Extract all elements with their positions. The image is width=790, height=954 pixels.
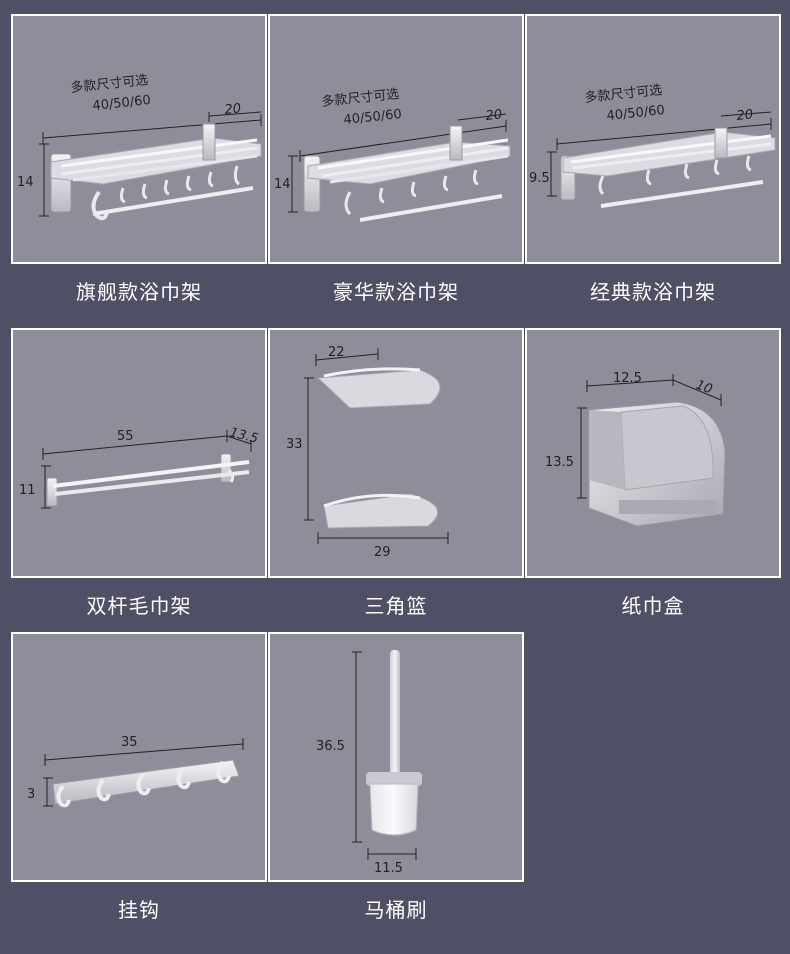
depth-label: 20 (224, 101, 242, 118)
product-card-deluxe-towel-rack[interactable]: 多款尺寸可选 40/50/60 20 14 豪华款浴巾架 (268, 14, 524, 314)
product-card-double-towel-bar[interactable]: 55 13.5 11 双杆毛巾架 (11, 328, 267, 628)
product-image-frame: 12.5 10 13.5 (525, 328, 781, 578)
product-image-frame: 多款尺寸可选 40/50/60 20 14 (11, 14, 267, 264)
height-label: 11 (19, 483, 36, 498)
height-label: 9.5 (529, 171, 550, 186)
product-image-frame: 多款尺寸可选 40/50/60 20 9.5 (525, 14, 781, 264)
depth-label: 20 (736, 107, 754, 124)
product-card-toilet-brush[interactable]: 36.5 11.5 马桶刷 (268, 632, 524, 932)
size-options-values: 40/50/60 (92, 93, 152, 114)
width-label: 12.5 (613, 371, 642, 386)
product-image-frame: 55 13.5 11 (11, 328, 267, 578)
height-label: 36.5 (316, 739, 345, 754)
corner-basket-illustration: 22 33 29 (286, 345, 449, 560)
height-label: 3 (27, 787, 35, 802)
height-label: 13.5 (545, 455, 574, 470)
product-image-frame: 22 33 29 (268, 328, 524, 578)
towel-rack-illustration: 多款尺寸可选 40/50/60 20 9.5 (529, 82, 776, 208)
height-label: 14 (274, 177, 291, 192)
size-options-label: 多款尺寸可选 (584, 82, 663, 106)
height-label: 14 (17, 175, 34, 190)
size-options-label: 多款尺寸可选 (70, 72, 149, 96)
product-card-corner-basket[interactable]: 22 33 29 三角篮 (268, 328, 524, 628)
product-caption: 旗舰款浴巾架 (76, 280, 202, 304)
depth-label: 10 (694, 378, 715, 398)
width-label: 11.5 (374, 861, 403, 876)
size-options-values: 40/50/60 (343, 107, 403, 128)
product-image-frame: 36.5 11.5 (268, 632, 524, 882)
towel-rack-illustration: 多款尺寸可选 40/50/60 20 14 (274, 86, 511, 222)
towel-rack-illustration: 多款尺寸可选 40/50/60 20 14 (17, 72, 262, 221)
product-caption: 挂钩 (118, 898, 160, 922)
size-options-values: 40/50/60 (606, 103, 666, 124)
product-caption: 马桶刷 (364, 898, 428, 922)
product-caption: 豪华款浴巾架 (333, 280, 459, 304)
tissue-box-illustration: 12.5 10 13.5 (545, 371, 726, 527)
product-caption: 纸巾盒 (621, 594, 685, 618)
product-image-frame: 多款尺寸可选 40/50/60 20 14 (268, 14, 524, 264)
depth-label: 20 (485, 107, 503, 124)
product-card-classic-towel-rack[interactable]: 多款尺寸可选 40/50/60 20 9.5 经典款浴巾架 (525, 14, 781, 314)
depth-label: 13.5 (228, 425, 260, 447)
product-caption: 三角篮 (364, 594, 428, 618)
bottom-width-label: 29 (374, 545, 391, 560)
top-width-label: 22 (328, 345, 345, 360)
product-caption: 经典款浴巾架 (590, 280, 716, 304)
hook-rail-illustration: 35 3 (27, 735, 244, 808)
product-image-frame: 35 3 (11, 632, 267, 882)
towel-bar-illustration: 55 13.5 11 (19, 425, 260, 509)
product-card-tissue-box[interactable]: 12.5 10 13.5 纸巾盒 (525, 328, 781, 628)
width-label: 55 (117, 429, 134, 444)
width-label: 35 (121, 735, 138, 750)
product-card-flagship-towel-rack[interactable]: 多款尺寸可选 40/50/60 20 14 旗舰款浴巾架 (11, 14, 267, 314)
product-caption: 双杆毛巾架 (86, 594, 192, 618)
toilet-brush-illustration: 36.5 11.5 (316, 650, 422, 876)
product-card-hook-rail[interactable]: 35 3 挂钩 (11, 632, 267, 932)
height-label: 33 (286, 437, 303, 452)
size-options-label: 多款尺寸可选 (321, 86, 400, 110)
